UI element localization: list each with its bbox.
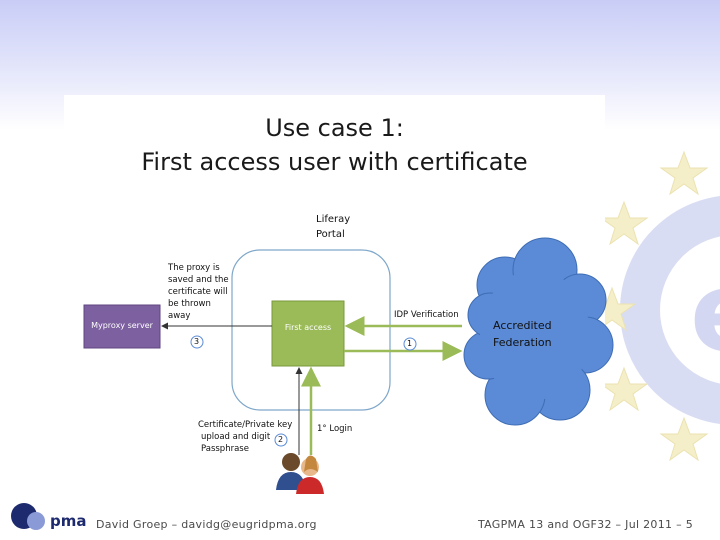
first-access-label: First access (284, 323, 332, 332)
eu-logo-letter: e (690, 248, 720, 376)
federation-label-line1: Accredited (493, 319, 552, 332)
myproxy-label: Myproxy server (91, 321, 153, 330)
myproxy-box (83, 304, 161, 349)
cert-note: Certificate/Private key upload and digit… (198, 419, 292, 455)
star-icon (659, 416, 709, 462)
first-access-box (271, 300, 345, 367)
cert-note-line: upload and digit (201, 432, 271, 442)
footer-left: David Groep – davidg@eugridpma.org (96, 518, 317, 531)
proxy-note-line: away (168, 311, 191, 321)
proxy-note-line: saved and the (168, 275, 229, 285)
eugridpma-logo-icon (11, 503, 45, 530)
step-number-3: 3 (194, 337, 200, 346)
footer-right: TAGPMA 13 and OGF32 – Jul 2011 – 5 (478, 518, 694, 531)
cert-note-line: Passphrase (201, 444, 249, 454)
portal-label-line1: Liferay (316, 214, 351, 225)
step-circle-1 (403, 337, 417, 351)
users-icon (276, 453, 324, 494)
federation-cloud (463, 237, 614, 426)
eugridpma-logo-text: pma (50, 512, 87, 530)
proxy-note-line: The proxy is (168, 263, 220, 273)
slide-title-line2: First access user with certificate (141, 148, 528, 176)
federation-label: Accredited Federation (493, 317, 552, 351)
proxy-note: The proxy is saved and the certificate w… (168, 262, 229, 322)
first-login-label: 1° Login (317, 424, 353, 434)
step-number-1: 1 (407, 339, 413, 348)
eu-logo-ring (620, 195, 720, 425)
idp-verification-label: IDP Verification (394, 310, 459, 320)
star-icon (659, 150, 709, 196)
portal-label: Liferay Portal (316, 212, 350, 242)
star-icon (599, 366, 649, 412)
proxy-note-line: certificate will (168, 287, 228, 297)
portal-label-line2: Portal (316, 229, 345, 240)
proxy-note-line: be thrown (168, 299, 211, 309)
step-circle-2 (274, 433, 288, 447)
cert-note-line: Certificate/Private key (198, 420, 293, 430)
step-circle-3 (190, 335, 204, 349)
star-icon (599, 200, 649, 246)
federation-label-line2: Federation (493, 336, 552, 349)
step-number-2: 2 (278, 435, 284, 444)
slide-title-line1: Use case 1: (265, 114, 404, 142)
